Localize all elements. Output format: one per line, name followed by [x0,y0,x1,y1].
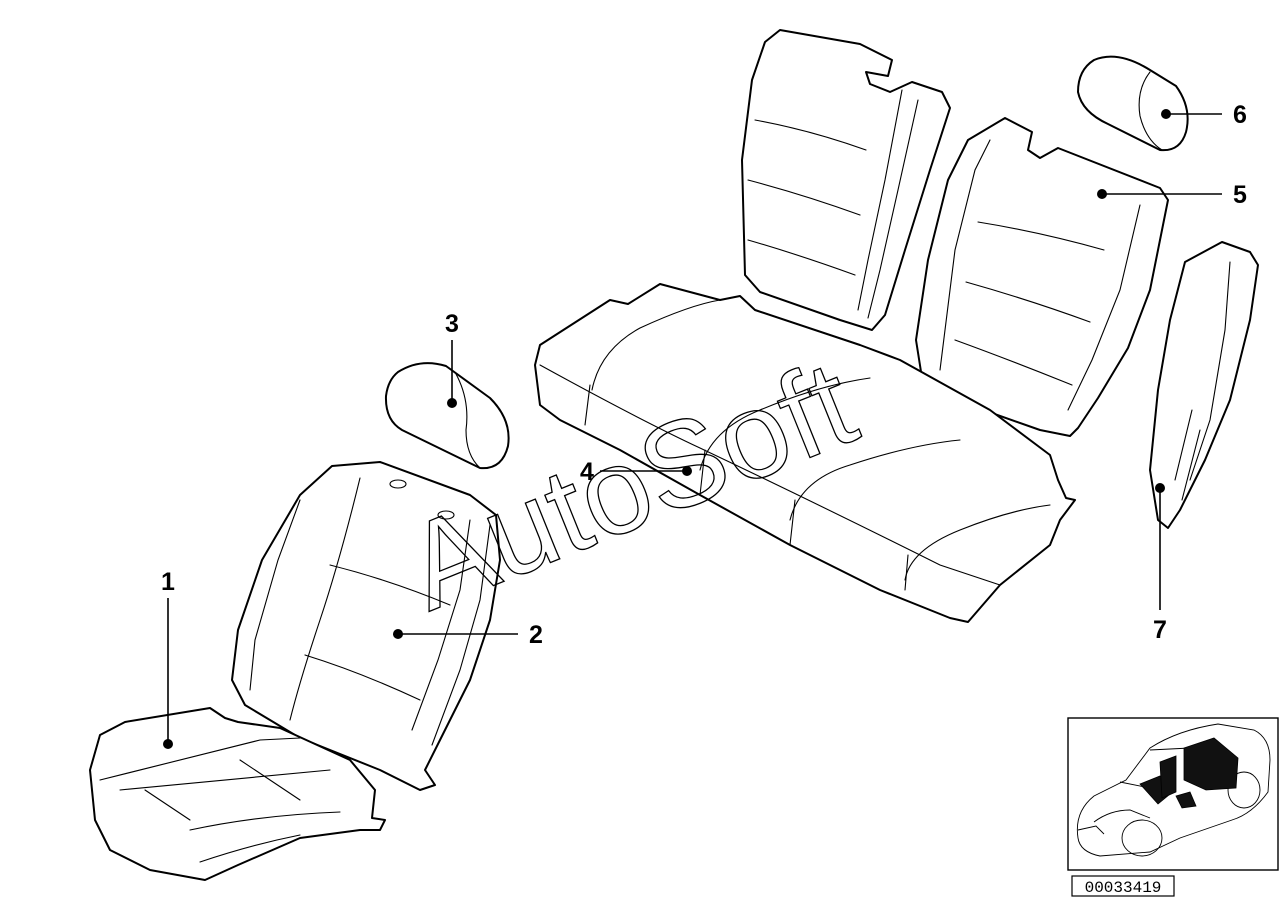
rear-backrest-left [741,29,951,331]
callout-5: 5 [1097,181,1247,209]
callout-label-7: 7 [1153,616,1167,644]
callout-6: 6 [1161,101,1247,129]
callout-2: 2 [393,621,543,649]
callout-7: 7 [1153,483,1167,644]
callout-label-4: 4 [580,458,594,486]
part-7-side-trim[interactable] [1149,241,1259,529]
callout-label-5: 5 [1233,181,1247,209]
vehicle-location-inset [1067,717,1279,871]
callout-label-3: 3 [445,310,459,338]
part-6-rear-headrest[interactable] [1077,55,1189,152]
part-3-front-headrest[interactable] [384,362,510,470]
callout-label-1: 1 [161,568,175,596]
callout-label-2: 2 [529,621,543,649]
part-1-front-seat-cushion[interactable] [89,707,386,881]
reference-number: 00033419 [1085,879,1162,897]
reference-number-box: 00033419 [1071,875,1175,897]
callout-label-6: 6 [1233,101,1247,129]
callout-1: 1 [161,568,175,749]
part-2-front-backrest[interactable] [231,461,501,791]
part-4-rear-seat-cushion[interactable] [534,283,1076,623]
part-5-rear-backrest-right[interactable] [915,117,1169,437]
callout-4: 4 [580,458,692,486]
callout-3: 3 [445,310,459,408]
